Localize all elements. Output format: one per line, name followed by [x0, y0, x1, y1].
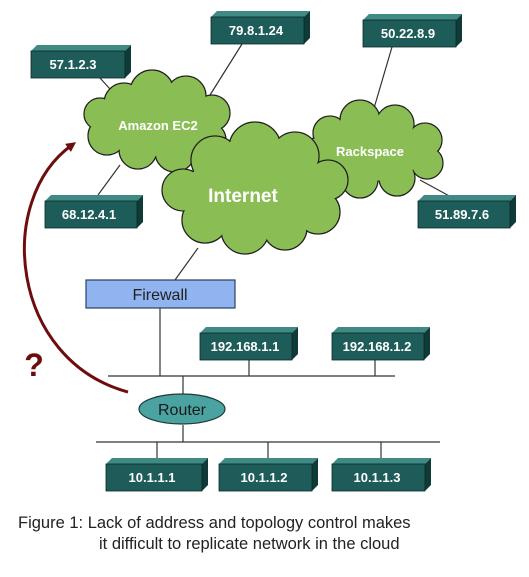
amazon-ec2-cloud: Amazon EC2: [83, 69, 231, 173]
caption-line-2: it difficult to replicate network in the…: [99, 535, 400, 553]
lan-host-2: 10.1.1.2: [218, 458, 318, 492]
ip-box-4: 68.12.4.1: [44, 195, 143, 229]
ip-box-2: 79.8.1.24: [210, 11, 310, 45]
firewall-label: Firewall: [132, 287, 187, 304]
caption-line-1: Figure 1: Lack of address and topology c…: [18, 514, 411, 532]
lan-host-1-label: 10.1.1.1: [129, 470, 176, 485]
lan-host-3: 10.1.1.3: [331, 458, 431, 492]
firewall-box: Firewall: [85, 279, 236, 309]
migration-arrow: [22, 142, 129, 394]
lan-host-2-label: 10.1.1.2: [241, 470, 288, 485]
router-label: Router: [158, 402, 207, 419]
ip-box-3: 50.22.8.9: [362, 14, 462, 48]
link-rackspace-ip3: [371, 46, 393, 116]
link-amazon-ip4: [97, 164, 121, 196]
link-internet-firewall: [174, 247, 199, 281]
dmz-host-1-label: 192.168.1.1: [211, 339, 280, 354]
dmz-host-2: 192.168.1.2: [331, 327, 430, 361]
ip-label-3: 50.22.8.9: [381, 26, 435, 41]
internet-label: Internet: [208, 186, 278, 207]
ip-label-1: 57.1.2.3: [50, 57, 97, 72]
network-diagram: Amazon EC2 Rackspace: [22, 11, 516, 492]
ip-box-5: 51.89.7.6: [417, 195, 516, 229]
dmz-host-2-label: 192.168.1.2: [343, 339, 412, 354]
question-mark: ?: [24, 347, 44, 383]
lan-host-3-label: 10.1.1.3: [354, 470, 401, 485]
ip-box-1: 57.1.2.3: [30, 45, 131, 79]
internet-cloud: Internet: [161, 121, 349, 255]
dmz-host-1: 192.168.1.1: [199, 327, 298, 361]
ip-label-4: 68.12.4.1: [62, 207, 116, 222]
connection-lines: [96, 43, 454, 458]
lan-host-1: 10.1.1.1: [105, 458, 208, 492]
ip-label-5: 51.89.7.6: [435, 207, 489, 222]
router: Router: [138, 393, 226, 425]
rackspace-label: Rackspace: [336, 144, 404, 159]
amazon-ec2-label: Amazon EC2: [118, 118, 197, 133]
link-amazon-ip2: [204, 43, 243, 104]
ip-label-2: 79.8.1.24: [229, 23, 284, 38]
